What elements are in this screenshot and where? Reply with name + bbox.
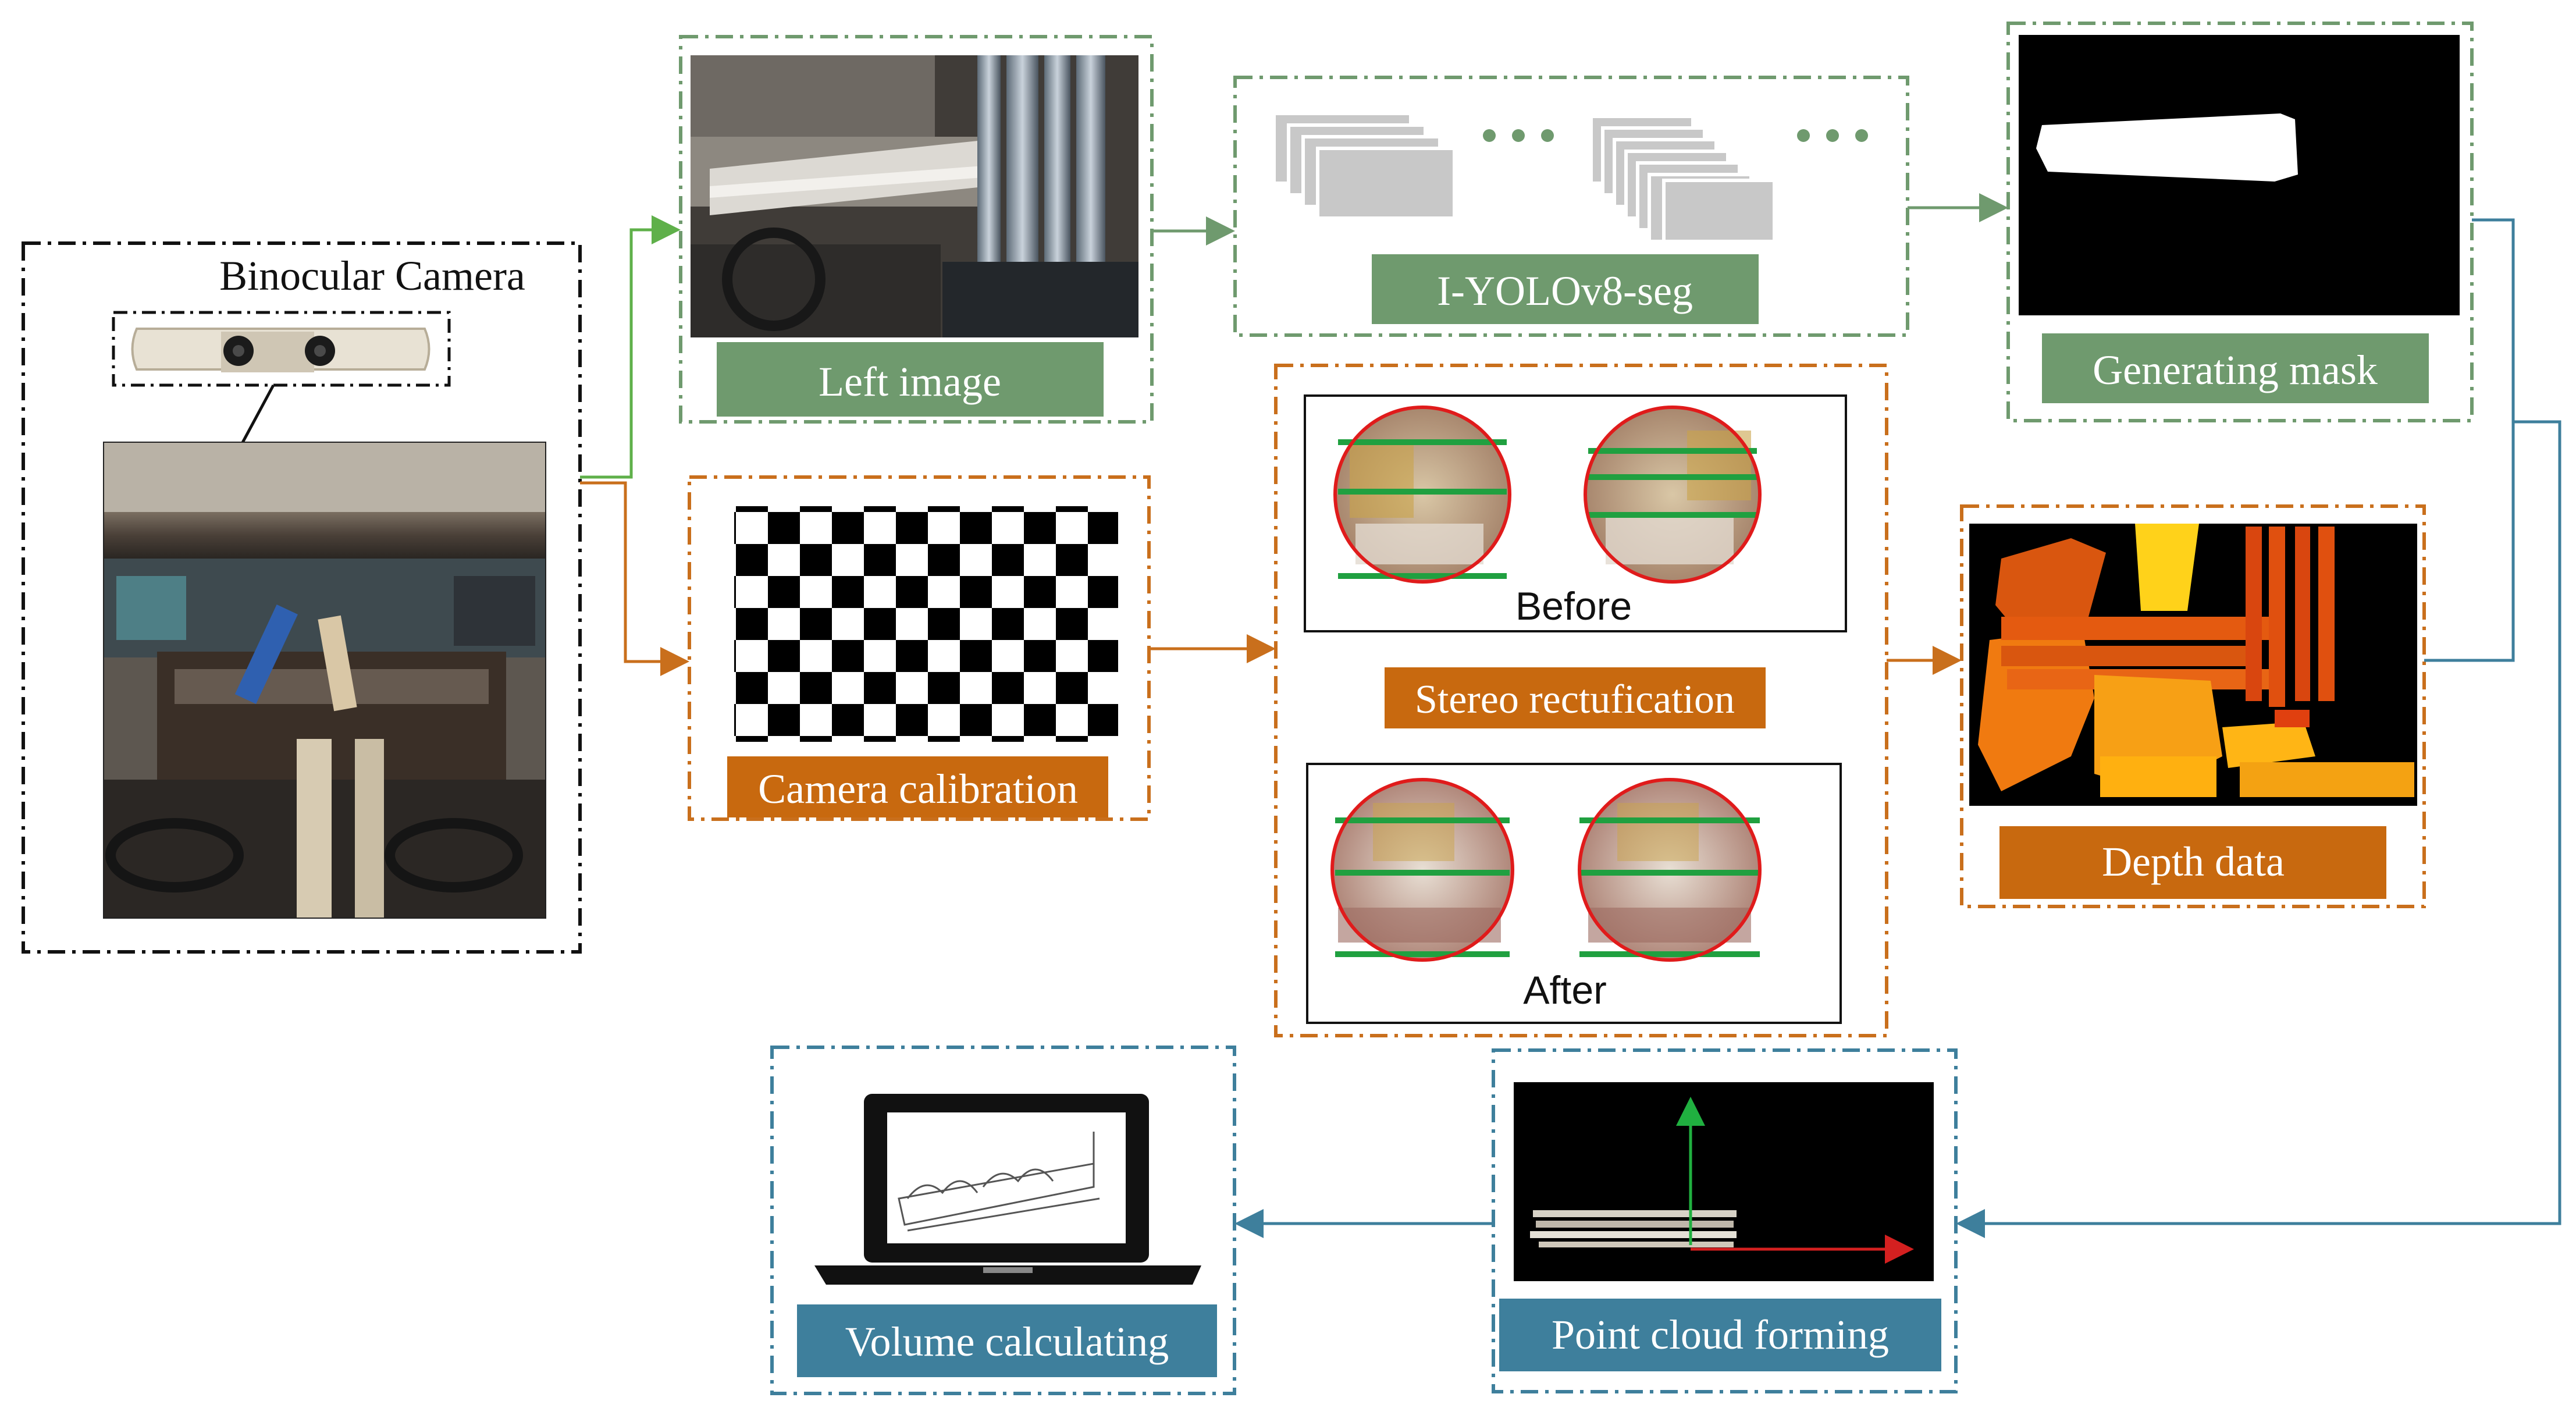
stereo-label-bg [1385,667,1766,728]
before-zoom-left [1333,406,1511,584]
mask-shape [2036,113,2298,182]
volume-label: Volume calculating [845,1318,1169,1365]
stereo-frame [1274,364,1888,1037]
camera-device-frame [112,311,451,387]
stereo-label: Stereo rectufication [1415,677,1735,722]
depth-map-image [1969,524,2417,806]
depth-label-bg [1999,826,2386,899]
depth-block: Depth data [1960,504,2426,908]
binocular-camera-title: Binocular Camera [219,253,525,299]
yolo-frame [1233,76,1909,337]
point-cloud-label: Point cloud forming [1552,1311,1889,1358]
volume-block: Volume calculating [770,1046,1236,1395]
ellipsis-dots-2 [1797,129,1868,142]
volume-sketch [898,1132,1100,1232]
before-label: Before [1515,584,1632,628]
left-image-label: Left image [819,358,1001,405]
point-cloud-block: Point cloud forming [1492,1048,1958,1393]
calibration-label-bg [727,756,1108,817]
yolo-label-bg [1372,254,1759,324]
yolo-block: I-YOLOv8-seg [1233,76,1909,337]
mask-label-bg [2042,333,2429,403]
mask-frame [2006,22,2474,422]
arrow-to-point-cloud [1956,420,2561,1238]
arrow-camera-to-calibration [580,481,689,676]
arrow-camera-to-left-image [580,215,681,479]
machine-photo [103,442,546,919]
yolo-frames-stack-1 [1272,112,1456,220]
binocular-camera-frame [22,241,582,954]
left-image-frame [679,35,1154,424]
before-zoom-right [1584,406,1762,584]
point-cloud-label-bg [1499,1299,1941,1371]
yolo-frames-stack-2 [1589,115,1776,243]
depth-label: Depth data [2102,838,2285,885]
left-image-photo [691,55,1138,337]
yolo-label: I-YOLOv8-seg [1437,268,1693,314]
binocular-camera-block: Binocular Camera [22,241,582,954]
camera-device-image [131,328,430,372]
mask-block: Generating mask [2006,22,2474,422]
ellipsis-dots-1 [1483,129,1554,142]
after-label: After [1523,968,1607,1012]
volume-label-bg [797,1304,1217,1377]
depth-frame [1960,504,2426,908]
laptop-icon [814,1094,1201,1285]
stereo-rectification-block: Before Stereo rectufication After [1274,364,1888,1037]
after-zoom-right [1578,778,1762,962]
after-zoom-left [1330,778,1514,962]
left-image-label-bg [717,342,1104,417]
left-image-block: Left image [679,35,1154,424]
calibration-label: Camera calibration [758,766,1078,812]
point-cloud-image [1514,1082,1934,1281]
point-cloud-points [1530,1210,1737,1247]
connectors [580,193,2561,1238]
mask-label: Generating mask [2093,347,2378,393]
calibration-block: Camera calibration [688,475,1151,821]
connector-mask-to-depth [2424,218,2515,662]
checkerboard [734,506,1118,742]
